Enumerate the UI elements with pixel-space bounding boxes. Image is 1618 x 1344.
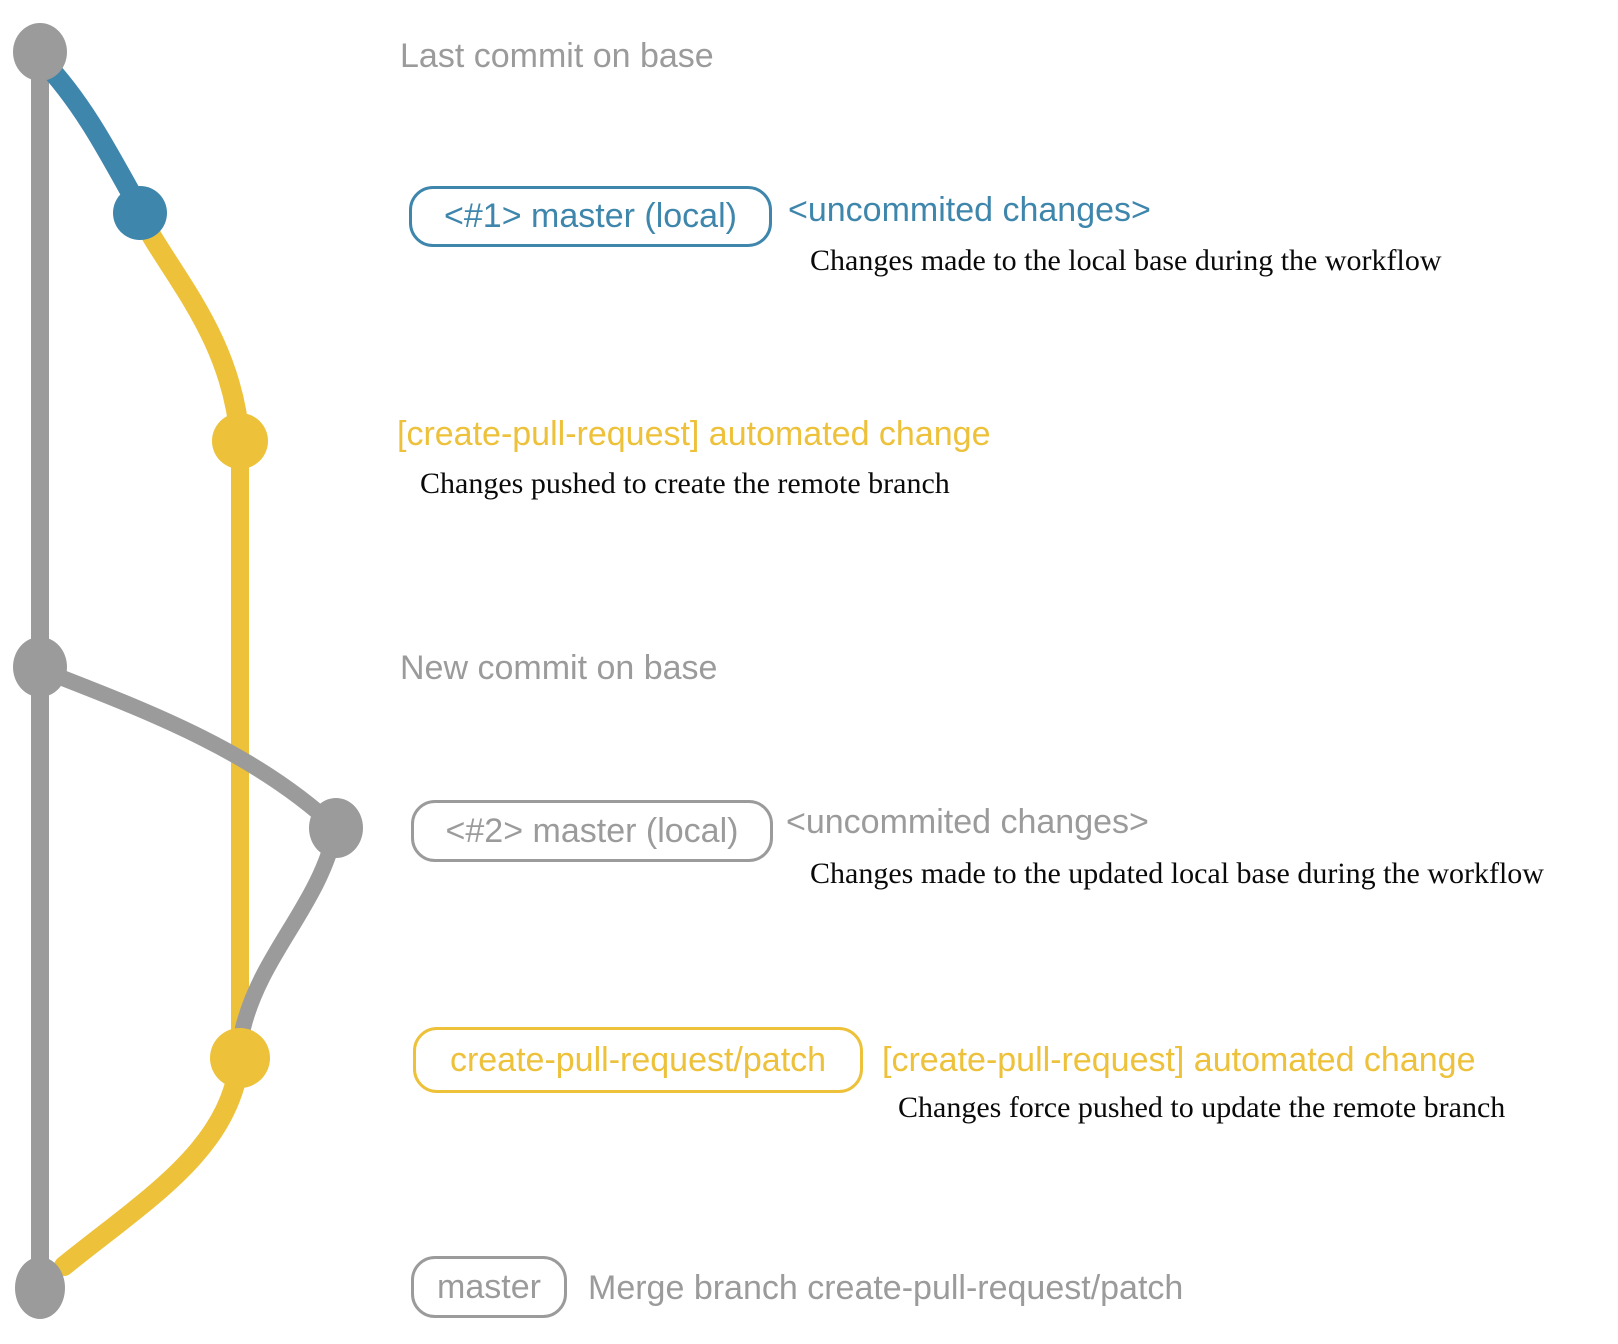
commit-dot-merge (15, 1257, 65, 1319)
commit-message-patch-1: [create-pull-request] automated change (397, 415, 991, 453)
branch-local2-curve (34, 662, 344, 836)
commit-message-local-2: <uncommited changes> (786, 803, 1149, 841)
commit-note-local-1: Changes made to the local base during th… (810, 244, 1442, 277)
branch-local2-merge-curve (235, 820, 344, 1036)
badge-patch-branch-label: create-pull-request/patch (449, 1040, 827, 1079)
commit-dot-local-1 (113, 186, 167, 240)
commit-dot-new-base (13, 637, 67, 697)
badge-master-local-2: <#2> master (local) (411, 800, 773, 862)
commit-note-patch-1: Changes pushed to create the remote bran… (420, 467, 950, 500)
badge-master-local-2-label: <#2> master (local) (445, 811, 739, 850)
commit-message-patch-2: [create-pull-request] automated change (882, 1041, 1476, 1079)
commit-message-merge: Merge branch create-pull-request/patch (588, 1269, 1184, 1307)
branch-patch-merge-curve (54, 1048, 250, 1276)
commit-dot-patch-1 (212, 413, 268, 469)
annotation-new-commit-on-base: New commit on base (400, 649, 718, 687)
badge-master-local-1: <#1> master (local) (409, 186, 772, 247)
badge-master-label: master (437, 1267, 541, 1306)
commit-message-local-1: <uncommited changes> (788, 191, 1151, 229)
commit-dot-local-2 (309, 798, 363, 858)
commit-note-patch-2: Changes force pushed to update the remot… (898, 1091, 1506, 1124)
badge-master: master (411, 1256, 567, 1318)
annotation-last-commit-on-base: Last commit on base (400, 37, 714, 75)
commit-dot-last-base (13, 23, 67, 81)
commit-dot-patch-2 (210, 1028, 270, 1088)
badge-patch-branch: create-pull-request/patch (413, 1027, 863, 1093)
badge-master-local-1-label: <#1> master (local) (444, 197, 737, 235)
branch-local1-curve (32, 50, 148, 216)
branch-patch-curve-top (130, 205, 250, 450)
commit-note-local-2: Changes made to the updated local base d… (810, 857, 1544, 890)
